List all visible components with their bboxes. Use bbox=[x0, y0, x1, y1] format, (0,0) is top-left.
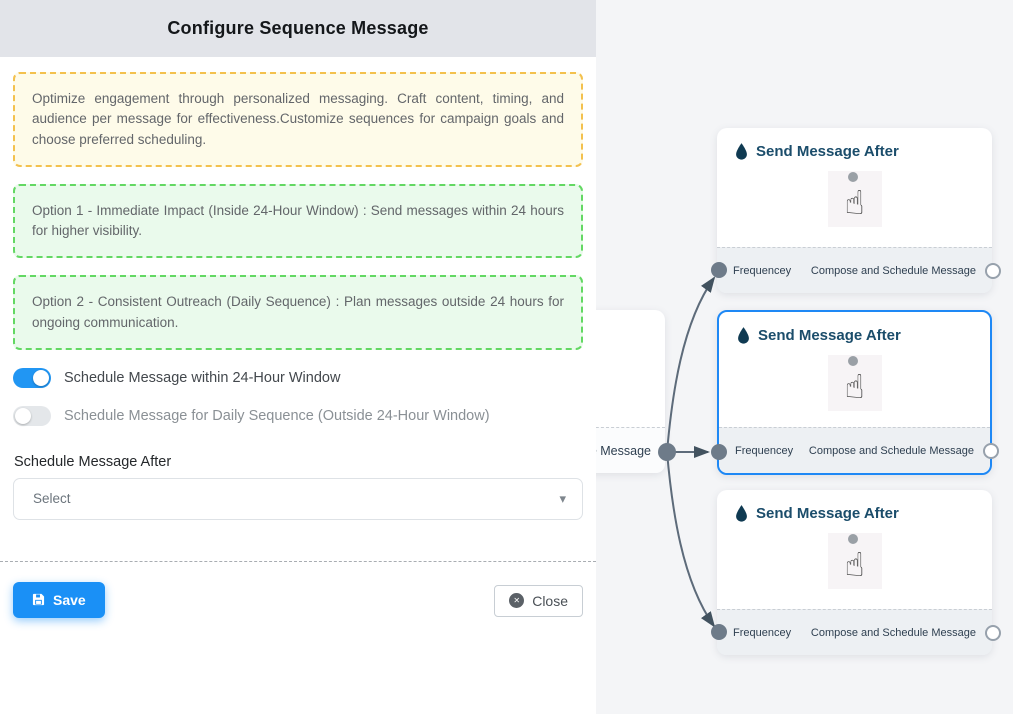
schedule-after-select[interactable]: Select ▾ bbox=[13, 477, 583, 520]
toggle-daily-label: Schedule Message for Daily Sequence (Out… bbox=[64, 407, 490, 424]
node-title: Send Message After bbox=[756, 505, 899, 522]
close-button[interactable]: ✕ Close bbox=[494, 584, 583, 617]
droplet-icon bbox=[736, 143, 747, 160]
configure-sequence-panel: Configure Sequence Message Optimize enga… bbox=[0, 0, 596, 618]
close-button-label: Close bbox=[532, 592, 568, 609]
node-title: Send Message After bbox=[756, 143, 899, 160]
hand-pointer-icon[interactable]: ☝ bbox=[827, 171, 882, 227]
droplet-icon bbox=[738, 327, 749, 344]
cursor-dot bbox=[847, 534, 858, 544]
source-node-footer-label: ce Message bbox=[596, 427, 665, 473]
source-node-partial[interactable]: ce Message bbox=[596, 310, 665, 473]
edge-to-node-3 bbox=[666, 451, 716, 628]
save-button[interactable]: Save bbox=[13, 581, 105, 618]
save-icon bbox=[32, 594, 45, 606]
port-label-frequency: Frequencey bbox=[735, 444, 794, 457]
toggle-row-24hr: Schedule Message within 24-Hour Window bbox=[13, 367, 583, 388]
cursor-dot bbox=[847, 172, 858, 182]
option-2-note: Option 2 - Consistent Outreach (Daily Se… bbox=[13, 275, 583, 350]
toggle-row-daily: Schedule Message for Daily Sequence (Out… bbox=[13, 405, 583, 426]
select-value: Select bbox=[33, 491, 71, 507]
save-button-label: Save bbox=[53, 591, 86, 608]
port-label-frequency: Frequencey bbox=[733, 626, 792, 639]
toggle-daily-sequence[interactable] bbox=[13, 405, 51, 426]
option-1-note: Option 1 - Immediate Impact (Inside 24-H… bbox=[13, 183, 583, 259]
close-icon: ✕ bbox=[509, 593, 525, 609]
port-label-compose: Compose and Schedule Message bbox=[810, 626, 976, 639]
node-send-message-after-1[interactable]: Send Message After ☝ Frequencey Compose … bbox=[717, 128, 1001, 293]
source-node-body bbox=[596, 310, 665, 427]
description-note: Optimize engagement through personalized… bbox=[13, 72, 583, 167]
droplet-icon bbox=[736, 505, 747, 522]
node-send-message-after-3[interactable]: Send Message After ☝ Frequencey Compose … bbox=[717, 490, 1001, 655]
footer-divider bbox=[0, 560, 596, 562]
port-label-frequency: Frequencey bbox=[733, 264, 792, 277]
hand-pointer-icon[interactable]: ☝ bbox=[827, 533, 882, 589]
node-title: Send Message After bbox=[758, 327, 901, 344]
output-handle[interactable] bbox=[985, 624, 1001, 641]
port-label-compose: Compose and Schedule Message bbox=[810, 264, 976, 277]
flow-canvas[interactable]: ce Message Send Message After ☝ Frequenc… bbox=[596, 0, 1013, 714]
toggle-knob bbox=[15, 407, 31, 424]
hand-pointer-icon[interactable]: ☝ bbox=[827, 355, 882, 411]
schedule-after-label: Schedule Message After bbox=[14, 453, 172, 470]
output-handle[interactable] bbox=[985, 262, 1001, 279]
toggle-24hr-label: Schedule Message within 24-Hour Window bbox=[64, 369, 341, 386]
node-send-message-after-2[interactable]: Send Message After ☝ Frequencey Compose … bbox=[717, 310, 999, 475]
toggle-24hr-window[interactable] bbox=[13, 367, 51, 388]
output-handle[interactable] bbox=[983, 442, 999, 459]
page-title: Configure Sequence Message bbox=[167, 18, 429, 38]
port-label-compose: Compose and Schedule Message bbox=[808, 444, 974, 457]
panel-header: Configure Sequence Message bbox=[0, 0, 596, 57]
cursor-dot bbox=[847, 356, 858, 366]
toggle-knob bbox=[33, 369, 49, 386]
caret-down-icon: ▾ bbox=[559, 491, 566, 507]
edge-to-node-1 bbox=[666, 276, 716, 453]
